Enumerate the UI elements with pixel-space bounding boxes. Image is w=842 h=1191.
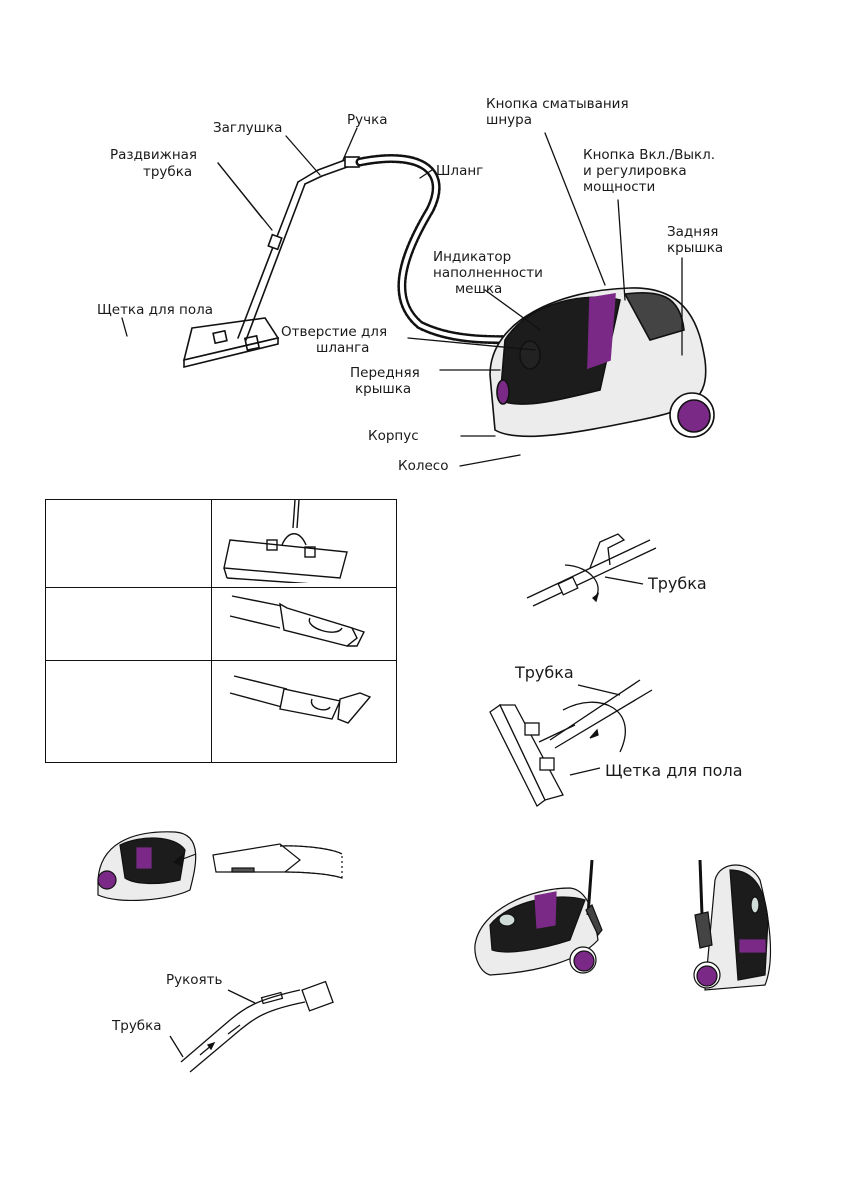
- label-power-button-3: мощности: [583, 179, 656, 195]
- floor-brush-drawing: [182, 317, 280, 369]
- label-rear-cover-1: Задняя: [667, 224, 719, 240]
- label-front-cover-2: крышка: [355, 381, 412, 397]
- label-handle-tube: Трубка: [112, 1018, 162, 1034]
- label-rear-cover-2: крышка: [667, 240, 724, 256]
- label-brush-floor: Щетка для пола: [605, 761, 743, 780]
- label-handle-grip: Рукоять: [166, 972, 223, 988]
- accessory-image-cell: [211, 660, 397, 763]
- label-floor-brush: Щетка для пола: [97, 302, 214, 318]
- label-telescopic-tube-1: Раздвижная: [110, 147, 198, 163]
- label-bag-indicator-3: мешка: [455, 281, 503, 297]
- label-brush-tube: Трубка: [515, 663, 574, 682]
- accessory-image-cell: [211, 499, 397, 588]
- table-row: [45, 587, 397, 661]
- upholstery-nozzle-image: [229, 675, 372, 724]
- label-wheel: Колесо: [398, 458, 449, 474]
- label-telescopic-tube-2: трубка: [143, 164, 193, 180]
- table-row: [45, 499, 397, 588]
- label-power-button-1: Кнопка Вкл./Выкл.: [583, 147, 716, 163]
- label-hose-inlet-1: Отверстие для: [281, 324, 388, 340]
- label-bag-indicator-2: наполненности: [433, 265, 543, 281]
- accessory-name-cell: [45, 660, 212, 763]
- label-cord-rewind-2: шнура: [486, 112, 533, 128]
- accessory-name-cell: [45, 587, 212, 661]
- label-bag-indicator-1: Индикатор: [433, 249, 512, 265]
- label-plug: Заглушка: [213, 120, 283, 136]
- vacuum-body-drawing: [489, 287, 715, 438]
- label-power-button-2: и регулировка: [583, 163, 687, 179]
- floor-brush-image: [223, 499, 348, 587]
- accessory-image-cell: [211, 587, 397, 661]
- accessory-name-cell: [45, 499, 212, 588]
- label-cord-rewind-1: Кнопка сматывания: [486, 96, 629, 112]
- crevice-nozzle-image: [229, 595, 365, 647]
- table-row: [45, 660, 397, 763]
- telescopic-tube-drawing: [237, 156, 360, 341]
- label-body: Корпус: [368, 428, 419, 444]
- label-hose-inlet-2: шланга: [316, 340, 370, 356]
- label-tube: Трубка: [648, 574, 707, 593]
- label-hose: Шланг: [436, 163, 484, 179]
- label-front-cover-1: Передняя: [350, 365, 420, 381]
- label-handle: Ручка: [347, 112, 388, 128]
- accessories-table: [45, 499, 397, 763]
